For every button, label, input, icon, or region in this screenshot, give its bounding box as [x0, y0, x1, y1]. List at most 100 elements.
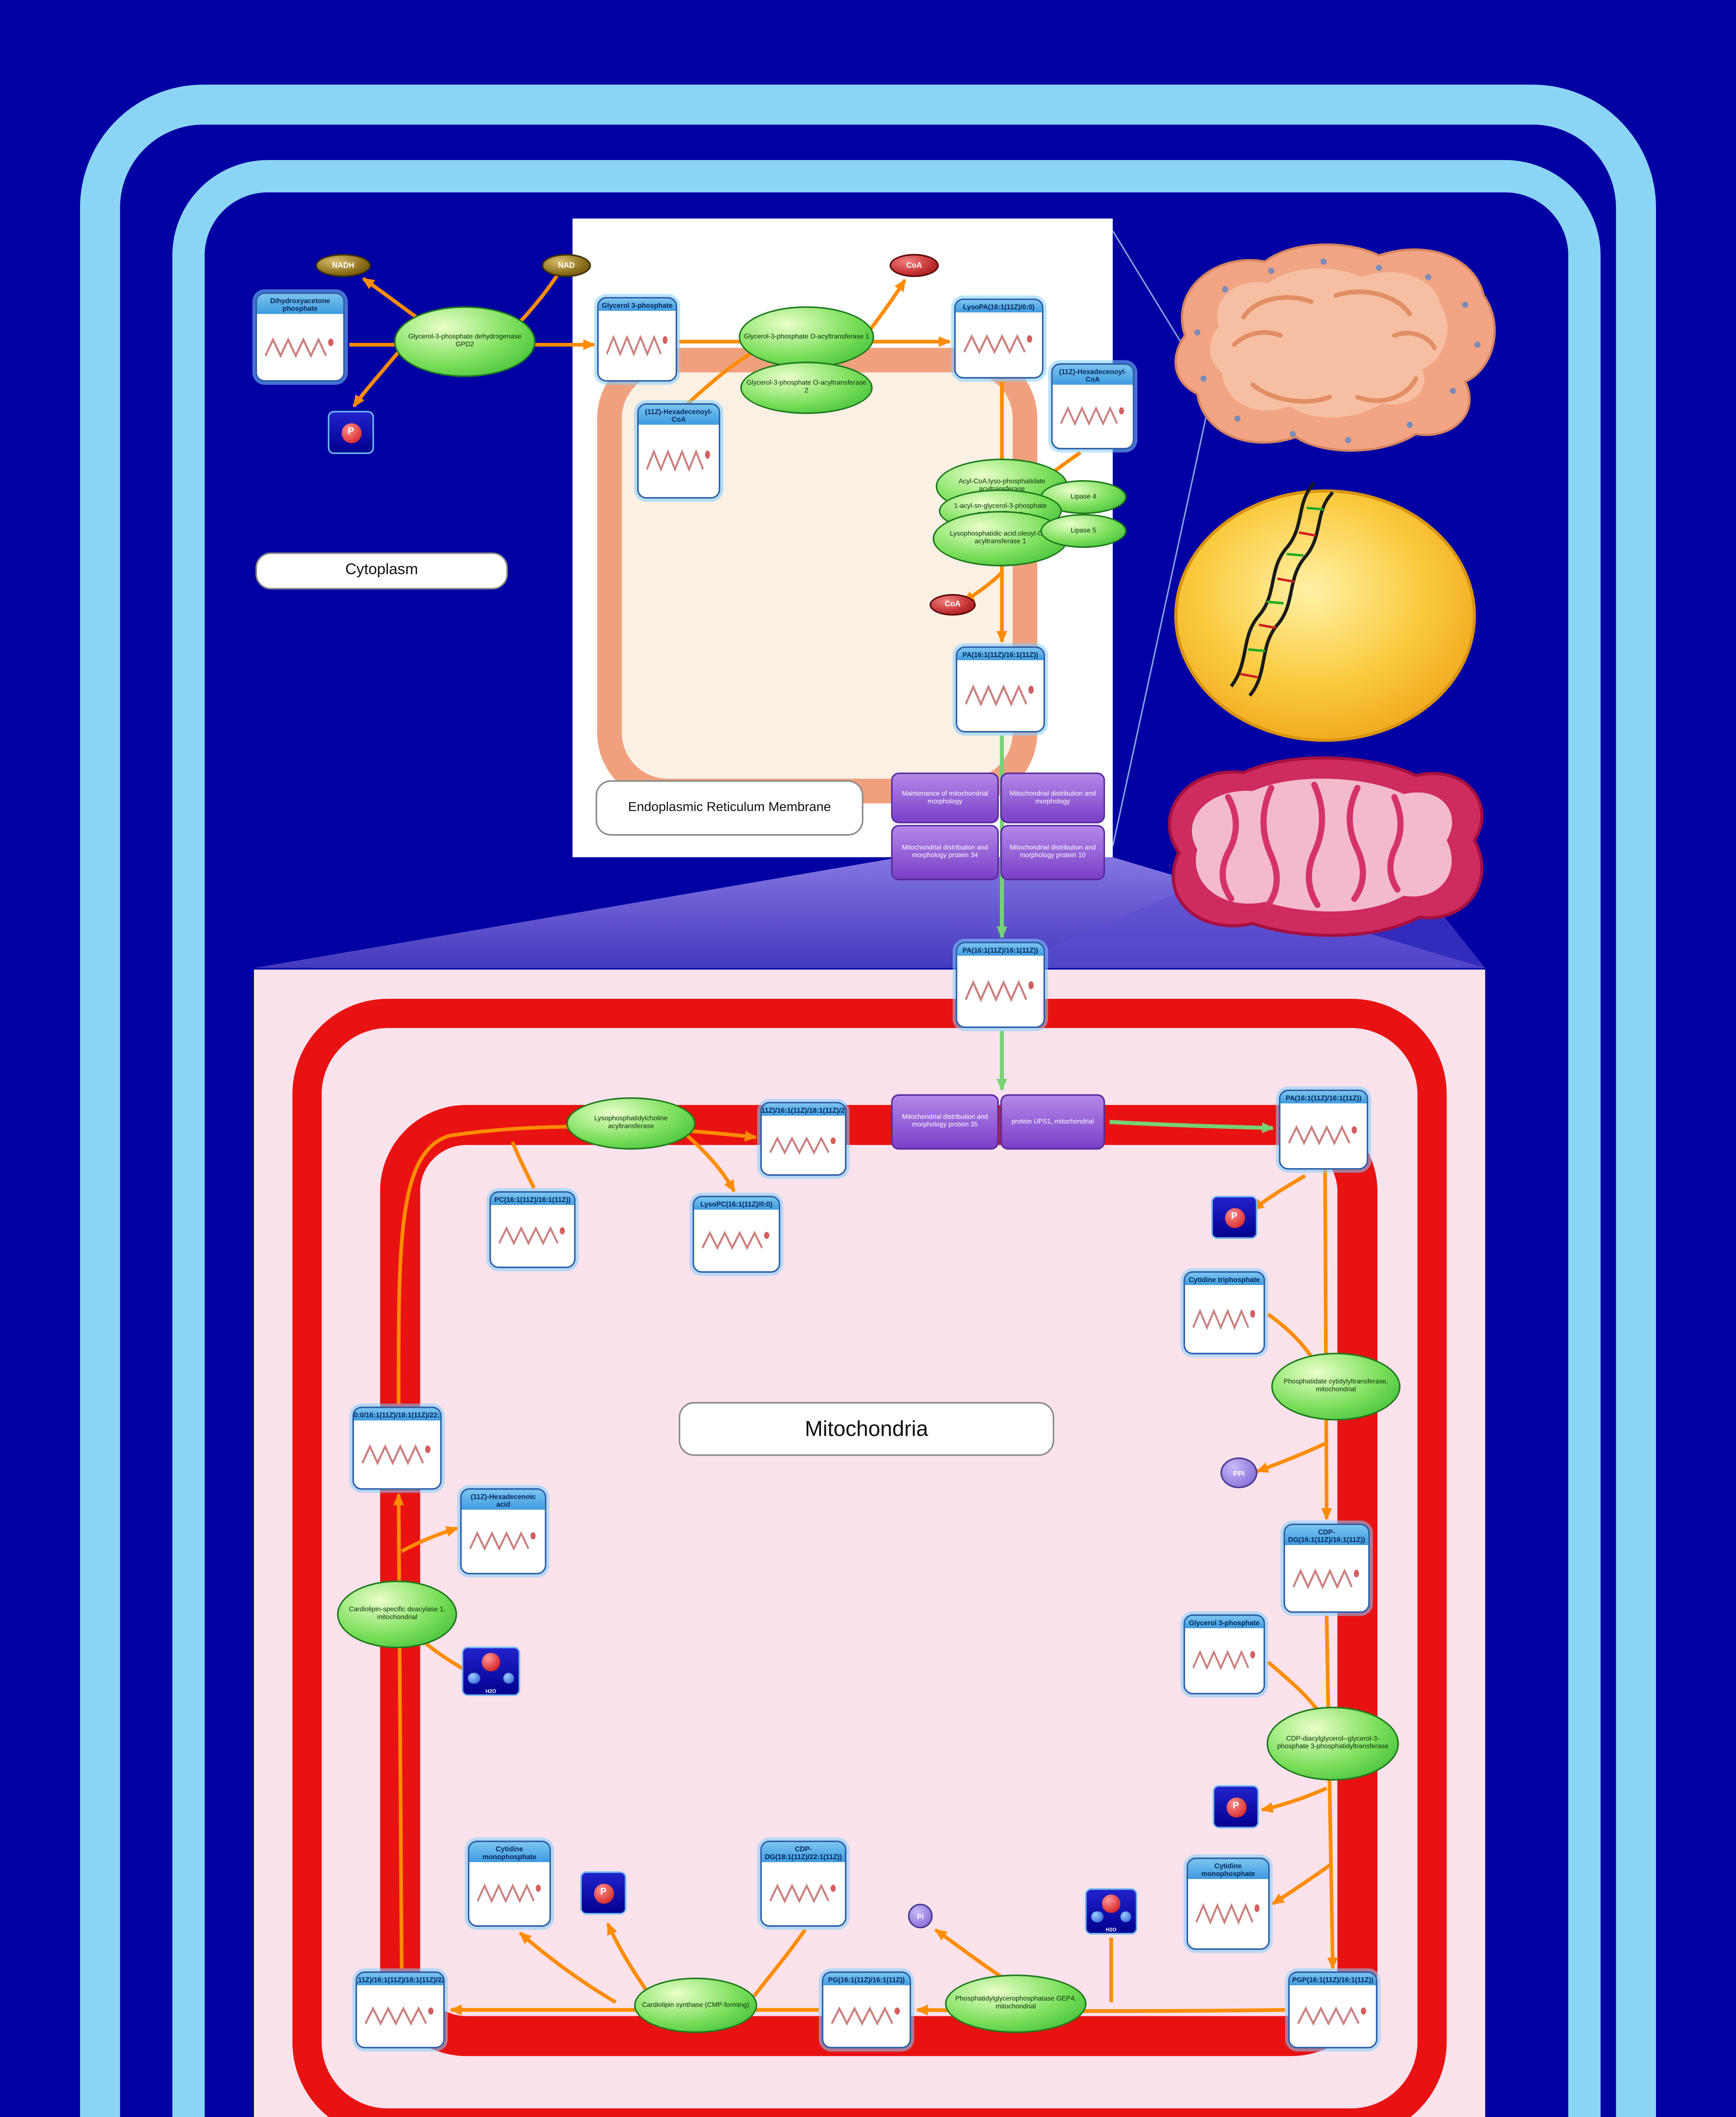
structure-glyph	[956, 312, 1042, 377]
metabolite-label: PG(16:1(11Z)/16:1(11Z))	[823, 1973, 910, 1986]
metabolite-label: PA(16:1(11Z)/16:1(11Z))	[957, 943, 1044, 956]
structure-glyph	[823, 1985, 910, 2047]
enzyme-lpcat[interactable]: Lysophosphatidylcholine acyltransferase	[566, 1097, 696, 1150]
metabolite-h2o-right[interactable]: H2O	[1085, 1888, 1138, 1935]
enzyme-gpat2[interactable]: Glycerol-3-phosphate O-acyltransferase 2	[740, 362, 873, 414]
enzyme-gep4[interactable]: Phosphatidylglycerophosphatase GEP4, mit…	[945, 1974, 1087, 2033]
enzyme-label: Glycerol-3-phosphate dehydrogenase GPD2	[408, 333, 522, 348]
water-oxygen-icon	[481, 1652, 500, 1671]
protein-mdm34[interactable]: Mitochondrial distribution and morpholog…	[891, 825, 999, 881]
metabolite-pi-ims-right[interactable]: P	[1213, 1785, 1259, 1829]
structure-glyph	[762, 1862, 845, 1926]
metabolite-pi-ims-top[interactable]: P	[1211, 1196, 1258, 1239]
structure-glyph	[257, 314, 343, 380]
metabolite-nad[interactable]: NAD	[542, 254, 591, 277]
structure-glyph	[1280, 1103, 1367, 1168]
metabolite-pa-er[interactable]: PA(16:1(11Z)/16:1(11Z))	[956, 646, 1045, 733]
enzyme-cardiolipin-synthase[interactable]: Cardiolipin synthase (CMP-forming)	[634, 1977, 757, 2033]
protein-mdm12[interactable]: Mitochondrial distribution and morpholog…	[1000, 772, 1105, 824]
metabolite-label: CDP-DG(16:1(11Z)/16:1(11Z))	[1285, 1525, 1368, 1545]
small-molecule-label: CoA	[945, 600, 961, 610]
metabolite-label: Cytidine monophosphate	[1188, 1859, 1269, 1879]
enzyme-lipase-5[interactable]: Lipase 5	[1040, 514, 1127, 548]
structure-glyph	[1289, 1985, 1376, 2047]
enzyme-pgs1[interactable]: CDP-diacylglycerol--glycerol-3-phosphate…	[1266, 1706, 1399, 1781]
structure-glyph	[491, 1205, 574, 1267]
metabolite-pa-outer-membrane[interactable]: PA(16:1(11Z)/16:1(11Z))	[956, 942, 1045, 1028]
metabolite-pa-inner-membrane[interactable]: PA(16:1(11Z)/16:1(11Z))	[1279, 1089, 1368, 1170]
enzyme-label: Phosphatidylglycerophosphatase GEP4, mit…	[955, 1995, 1076, 2010]
protein-label: Mitochondrial distribution and morpholog…	[1009, 843, 1096, 859]
metabolite-label: Glycerol 3-phosphate	[1185, 1616, 1264, 1628]
structure-glyph	[957, 956, 1044, 1027]
water-hydrogen-icon	[467, 1672, 480, 1684]
metabolite-g3p-cytosol[interactable]: Glycerol 3-phosphate	[597, 297, 677, 382]
compartment-label-text: Cytoplasm	[345, 562, 418, 579]
protein-label: protein UPS1, mitochondrial	[1011, 1117, 1094, 1125]
metabolite-label: CL(16:1(11Z)/16:1(11Z)/18:1(11Z)/22:1(11…	[762, 1103, 845, 1116]
structure-glyph	[762, 1116, 845, 1175]
protein-mdm35[interactable]: Mitochondrial distribution and morpholog…	[891, 1094, 999, 1150]
metabolite-label: MLCL(0:0/16:1(11Z)/18:1(11Z)/22:1(11Z))	[354, 1408, 440, 1421]
water-oxygen-icon	[1102, 1893, 1121, 1912]
small-molecule-label: Pi	[917, 1912, 924, 1920]
metabolite-lysopa[interactable]: LysoPA(16:1(11Z)/0:0)	[954, 298, 1044, 379]
metabolite-cl[interactable]: CL(16:1(11Z)/16:1(11Z)/18:1(11Z)/22:1(11…	[355, 1971, 445, 2048]
metabolite-cmp-left[interactable]: Cytidine monophosphate	[467, 1841, 551, 1927]
metabolite-cdpdg[interactable]: CDP-DG(16:1(11Z)/16:1(11Z))	[1283, 1523, 1370, 1613]
water-hydrogen-icon	[502, 1672, 514, 1684]
enzyme-gpd2[interactable]: Glycerol-3-phosphate dehydrogenase GPD2	[394, 306, 536, 377]
metabolite-label: PC(16:1(11Z)/16:1(11Z))	[491, 1192, 574, 1205]
structure-glyph	[639, 425, 719, 497]
metabolite-cl-remodeled[interactable]: CL(16:1(11Z)/16:1(11Z)/18:1(11Z)/22:1(11…	[760, 1102, 847, 1176]
water-label: H2O	[1106, 1926, 1117, 1933]
metabolite-label: (11Z)-Hexadecenoic acid	[462, 1490, 545, 1510]
structure-glyph	[1053, 384, 1133, 448]
protein-label: Mitochondrial distribution and morpholog…	[902, 843, 988, 859]
cell-membrane-inner	[172, 160, 1601, 2117]
structure-glyph	[462, 1509, 545, 1573]
metabolite-hexadecenoyl-coa[interactable]: (11Z)-Hexadecenoyl-CoA	[1051, 363, 1134, 450]
enzyme-cardiolipin-deacylase[interactable]: Cardiolipin-specific deacylase 1, mitoch…	[337, 1580, 457, 1648]
metabolite-cdpdg-bottom[interactable]: CDP-DG(18:1(11Z)/22:1(11Z))	[760, 1841, 847, 1927]
phosphate-icon: P	[593, 1883, 614, 1903]
metabolite-pg[interactable]: PG(16:1(11Z)/16:1(11Z))	[821, 1971, 911, 2048]
enzyme-label: Glycerol-3-phosphate O-acyltransferase 2	[746, 379, 867, 394]
water-hydrogen-icon	[1091, 1910, 1103, 1922]
metabolite-pgp[interactable]: PGP(16:1(11Z)/16:1(11Z))	[1288, 1971, 1378, 2048]
metabolite-cmp-right[interactable]: Cytidine monophosphate	[1186, 1857, 1270, 1950]
metabolite-g3p-mito[interactable]: Glycerol 3-phosphate	[1183, 1614, 1265, 1694]
structure-glyph	[469, 1862, 550, 1926]
metabolite-mlcl[interactable]: MLCL(0:0/16:1(11Z)/18:1(11Z)/22:1(11Z))	[352, 1407, 442, 1490]
structure-glyph	[1188, 1879, 1269, 1948]
metabolite-nadh[interactable]: NADH	[315, 254, 371, 277]
water-hydrogen-icon	[1120, 1910, 1131, 1922]
metabolite-h2o-left[interactable]: H2O	[462, 1647, 520, 1696]
metabolite-pc[interactable]: PC(16:1(11Z)/16:1(11Z))	[489, 1191, 576, 1269]
structure-glyph	[1185, 1628, 1264, 1693]
metabolite-pi-free[interactable]: Pi	[908, 1904, 933, 1929]
structure-glyph	[357, 1985, 443, 2047]
compartment-label-er-membrane: Endoplasmic Reticulum Membrane	[595, 780, 864, 836]
structure-glyph	[694, 1210, 779, 1271]
metabolite-hexadecenoic-acid[interactable]: (11Z)-Hexadecenoic acid	[460, 1488, 547, 1575]
protein-mmm1[interactable]: Maintenance of mitochondrial morphology	[891, 772, 999, 824]
metabolite-dhap[interactable]: Dihydroxyacetone phosphate	[255, 292, 345, 382]
enzyme-label: CDP-diacylglycerol--glycerol-3-phosphate…	[1277, 1735, 1389, 1750]
enzyme-gpat1[interactable]: Glycerol-3-phosphate O-acyltransferase 1	[738, 306, 874, 368]
metabolite-pi-ims-left[interactable]: P	[580, 1871, 627, 1915]
metabolite-coa-2[interactable]: CoA	[929, 594, 976, 616]
compartment-label-text: Endoplasmic Reticulum Membrane	[628, 799, 831, 815]
protein-label: Mitochondrial distribution and morpholog…	[1009, 789, 1096, 804]
metabolite-lysopc[interactable]: LysoPC(16:1(11Z)/0:0)	[692, 1196, 780, 1273]
metabolite-coa-1[interactable]: CoA	[889, 254, 939, 277]
protein-mdm10[interactable]: Mitochondrial distribution and morpholog…	[1000, 825, 1105, 881]
metabolite-ppi[interactable]: PPi	[1220, 1457, 1258, 1488]
metabolite-pi-cytosol[interactable]: P	[328, 411, 374, 454]
enzyme-phosphatidate-cytidylyltransferase[interactable]: Phosphatidate cytidylyltransferase, mito…	[1271, 1352, 1401, 1421]
metabolite-ctp[interactable]: Cytidine triphosphate	[1183, 1271, 1265, 1354]
protein-ups1[interactable]: protein UPS1, mitochondrial	[1000, 1094, 1105, 1150]
metabolite-hexadecenoyl-coa-er[interactable]: (11Z)-Hexadecenoyl-CoA	[637, 403, 721, 499]
metabolite-label: LysoPC(16:1(11Z)/0:0)	[694, 1197, 779, 1210]
compartment-label-cytoplasm: Cytoplasm	[255, 552, 508, 590]
